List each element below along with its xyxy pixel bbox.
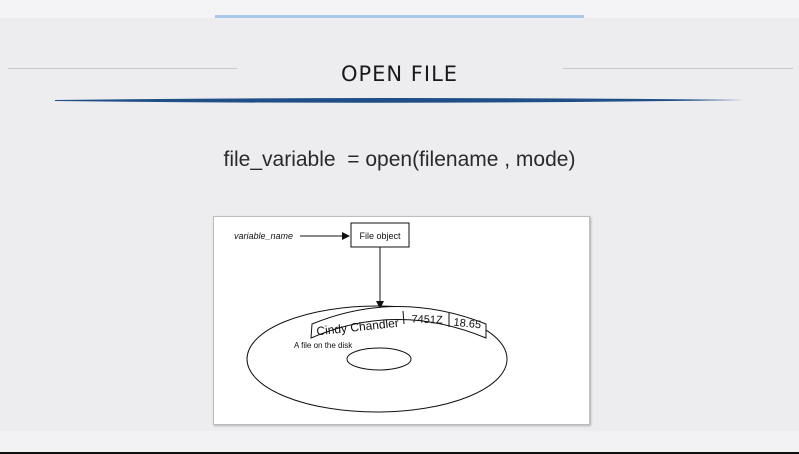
open-syntax-text: file_variable = open(filename , mode) <box>223 148 576 171</box>
disk-outer-ellipse <box>246 305 508 413</box>
top-accent-bar <box>215 15 584 18</box>
record-field-divider <box>402 310 405 325</box>
title-rule-left <box>8 68 237 69</box>
variable-name-label: variable_name <box>234 231 293 241</box>
title-underline-swoosh <box>55 98 745 103</box>
top-band <box>0 0 799 18</box>
title-rule-right <box>563 68 793 69</box>
disk-hole <box>346 347 412 371</box>
file-object-label: File object <box>359 231 401 241</box>
disk-caption: A file on the disk <box>294 341 353 350</box>
file-record-band <box>310 306 487 339</box>
record-field-id: 7451Z <box>411 313 443 326</box>
file-object-box <box>350 222 410 248</box>
file-object-diagram: variable_name File object Cindy Chandler… <box>213 216 590 425</box>
slide-title: OPEN FILE <box>340 62 459 86</box>
record-field-amount: 18.65 <box>453 317 482 332</box>
bottom-band <box>0 431 799 454</box>
